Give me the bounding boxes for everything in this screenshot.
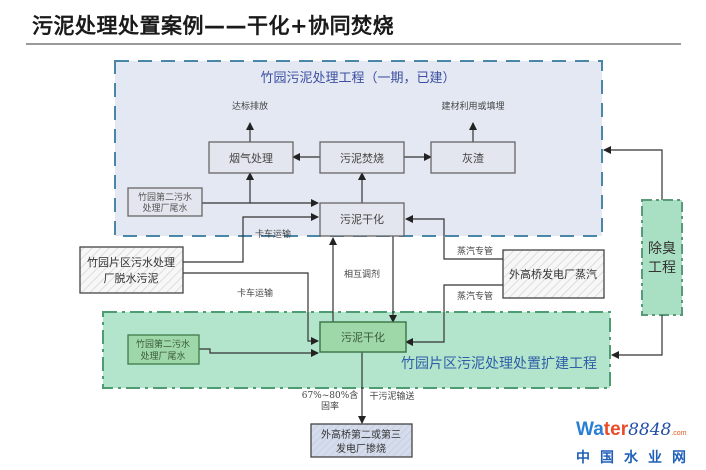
node-flue-gas: 烟气处理: [208, 141, 294, 174]
node-tailwater-1: 竹园第二污水 处理厂尾水: [127, 187, 203, 217]
svg-text:竹园第二污水: 竹园第二污水: [136, 338, 190, 350]
logo-number: 8848: [628, 420, 672, 440]
node-drying-1: 污泥干化: [319, 202, 405, 237]
page-title: 污泥处理处置案例——干化+协同焚烧: [32, 14, 395, 38]
svg-text:污泥焚烧: 污泥焚烧: [340, 152, 384, 165]
label-truck-1: 卡车运输: [255, 228, 291, 240]
svg-text:竹园片区污水处理: 竹园片区污水处理: [87, 255, 175, 269]
label-dry-transport: 干污泥输送: [369, 390, 414, 402]
node-ash: 灰渣: [430, 141, 516, 174]
svg-text:厂脱水污泥: 厂脱水污泥: [104, 271, 159, 285]
arrow-tail2-to-dry2: [199, 348, 319, 357]
arrow-dewatered-to-dry2: [183, 272, 319, 345]
arrow-steam-to-dry2: [405, 284, 503, 346]
label-discharge: 达标排放: [232, 100, 268, 112]
svg-text:发电厂掺烧: 发电厂掺烧: [336, 442, 386, 455]
node-final-cofiring: 外高桥第二或第三 发电厂掺烧: [310, 423, 413, 458]
logo-com: .com: [671, 430, 687, 437]
node-drying-2: 污泥干化: [319, 321, 407, 353]
svg-text:灰渣: 灰渣: [462, 151, 484, 165]
label-steam-pipe-2: 蒸汽专管: [457, 290, 493, 302]
deodor-label-2: 工程: [648, 260, 676, 276]
deodor-label-1: 除臭: [648, 241, 676, 257]
node-steam-source: 外高桥发电厂蒸汽: [502, 249, 605, 299]
node-incineration: 污泥焚烧: [319, 141, 405, 174]
svg-text:外高桥第二或第三: 外高桥第二或第三: [321, 428, 401, 441]
node-tailwater-2: 竹园第二污水 处理厂尾水: [127, 334, 200, 365]
logo-wa: Wa: [576, 419, 604, 440]
node-dewatered-sludge: 竹园片区污水处理 厂脱水污泥: [79, 246, 184, 294]
phase1-label: 竹园污泥处理工程（一期，已建）: [260, 71, 455, 86]
label-truck-2: 卡车运输: [237, 287, 273, 299]
label-solids-2: 固率: [321, 400, 339, 412]
water8848-logo: Water8848.com 中国水业网: [576, 420, 706, 468]
arrow-dewatered-to-dry1: [183, 213, 319, 263]
svg-text:污泥干化: 污泥干化: [341, 330, 385, 344]
svg-text:污泥干化: 污泥干化: [340, 212, 384, 226]
label-steam-pipe-1: 蒸汽专管: [457, 245, 493, 257]
svg-text:烟气处理: 烟气处理: [229, 151, 273, 165]
arrow-deodor-to-phase1: [603, 146, 663, 200]
phase2-label: 竹园片区污泥处理处置扩建工程: [401, 356, 597, 372]
svg-text:竹园第二污水: 竹园第二污水: [138, 191, 192, 203]
svg-text:外高桥发电厂蒸汽: 外高桥发电厂蒸汽: [509, 267, 597, 281]
label-building-material: 建材利用或填埋: [441, 100, 504, 112]
title-divider: [26, 43, 681, 45]
svg-text:处理厂尾水: 处理厂尾水: [142, 202, 187, 214]
label-solids-1: 67%~80%含: [302, 389, 359, 401]
deodor-region: [641, 199, 683, 316]
arrow-steam-to-dry1: [405, 215, 503, 260]
arrow-deodor-to-phase2: [611, 315, 663, 359]
logo-ter: ter: [603, 419, 629, 440]
label-mutual: 相互调剂: [344, 268, 380, 280]
logo-subtitle: 中国水业网: [576, 450, 696, 466]
svg-text:处理厂尾水: 处理厂尾水: [140, 350, 185, 362]
